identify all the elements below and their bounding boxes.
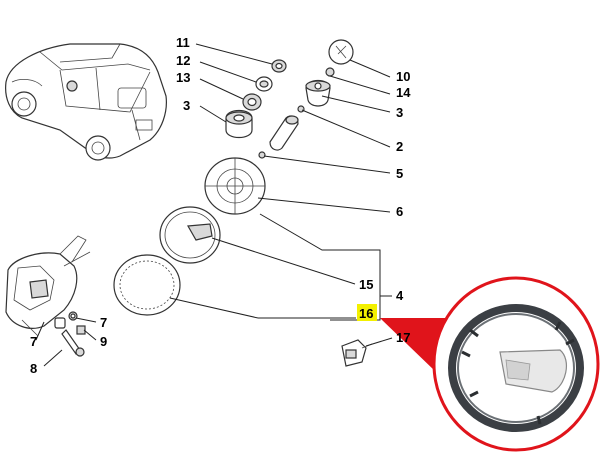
part-12 [255,76,273,92]
zoom-callout [380,276,600,452]
callout-13: 13 [176,70,190,85]
part-9-clip [76,325,86,335]
part-15-seal [159,206,221,264]
callout-12: 12 [176,53,190,68]
callout-10: 10 [396,69,410,84]
callout-11: 11 [176,35,190,50]
hinge-assembly [5,235,91,337]
callout-5: 5 [396,166,403,181]
part-16-flap [113,254,181,316]
part-11 [271,59,287,73]
callout-14: 14 [396,85,411,100]
callout-6: 6 [396,204,403,219]
part-6-housing [204,157,266,215]
callout-3-right: 3 [396,105,403,120]
callout-4: 4 [396,288,404,303]
part-13 [242,93,262,111]
car-illustration [5,43,167,161]
part-5 [258,115,299,159]
part-10 [328,39,354,65]
highlight-16 [357,304,377,321]
callout-7-left: 7 [30,334,37,349]
callout-16: 16 [359,306,373,321]
callout-3-left: 3 [183,98,190,113]
callout-7-right: 7 [100,315,107,330]
callout-15: 15 [359,277,373,292]
part-3-right [305,79,331,107]
part-3-left [225,109,253,139]
part-14 [325,67,335,77]
part-7-bolts [54,311,78,329]
part-2 [297,105,305,113]
callout-8: 8 [30,361,37,376]
callout-17: 17 [396,330,410,345]
callout-2: 2 [396,139,403,154]
leader-lines [35,43,393,367]
callout-9: 9 [100,334,107,349]
part-17-clip [341,339,373,367]
callout-labels: 11 12 13 3 10 14 3 2 5 6 4 15 16 17 7 7 … [30,35,411,376]
part-8-pin [61,329,85,357]
